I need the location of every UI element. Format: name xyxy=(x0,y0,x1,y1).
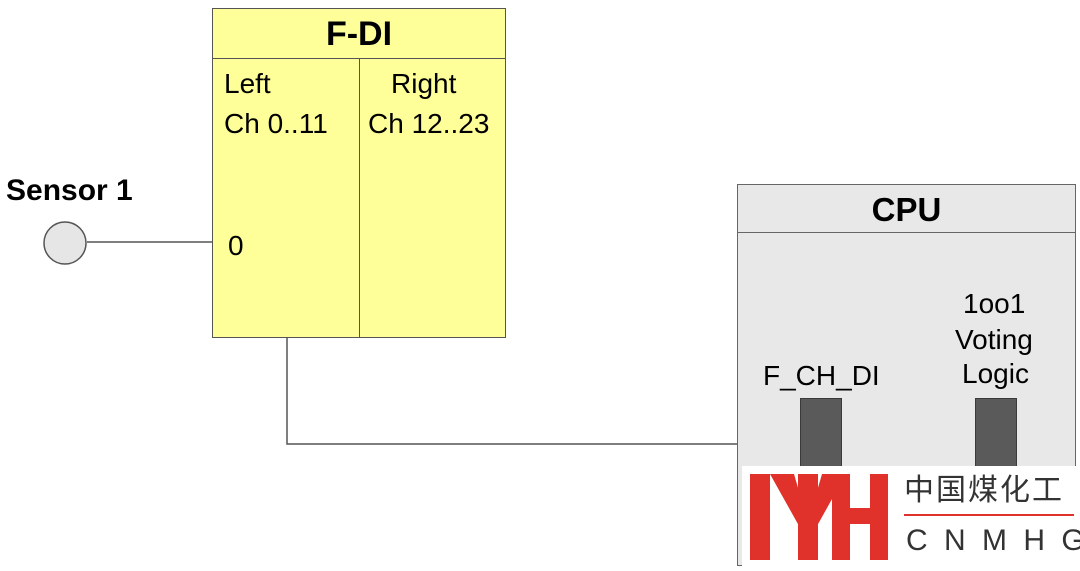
voting-logic-block xyxy=(975,398,1017,478)
watermark-chinese-text: 中国煤化工 xyxy=(904,473,1064,508)
f-di-module: F-DI Left Ch 0..11 Right Ch 12..23 0 xyxy=(212,8,506,338)
watermark-latin-text: C N M H G xyxy=(906,524,1080,557)
f-ch-di-label: F_CH_DI xyxy=(763,360,880,391)
watermark-divider xyxy=(904,514,1074,516)
right-channel-range: Ch 12..23 xyxy=(368,108,490,139)
voting-label-line2: Voting xyxy=(955,324,1033,355)
left-column-label: Left xyxy=(224,68,271,99)
right-column-label: Right xyxy=(391,68,457,99)
watermark-logo: 中国煤化工 C N M H G xyxy=(742,466,1080,566)
channel-input-label: 0 xyxy=(228,230,244,261)
cpu-title: CPU xyxy=(738,185,1075,233)
f-ch-di-block xyxy=(800,398,842,478)
f-di-title: F-DI xyxy=(213,9,505,59)
voting-label-line3: Logic xyxy=(962,358,1029,389)
voting-label-line1: 1oo1 xyxy=(963,288,1026,319)
f-di-divider xyxy=(359,59,360,338)
sensor-label: Sensor 1 xyxy=(6,174,133,207)
left-channel-range: Ch 0..11 xyxy=(224,108,328,139)
sensor-circle-icon xyxy=(43,221,87,265)
mh-logo-icon xyxy=(750,474,888,560)
